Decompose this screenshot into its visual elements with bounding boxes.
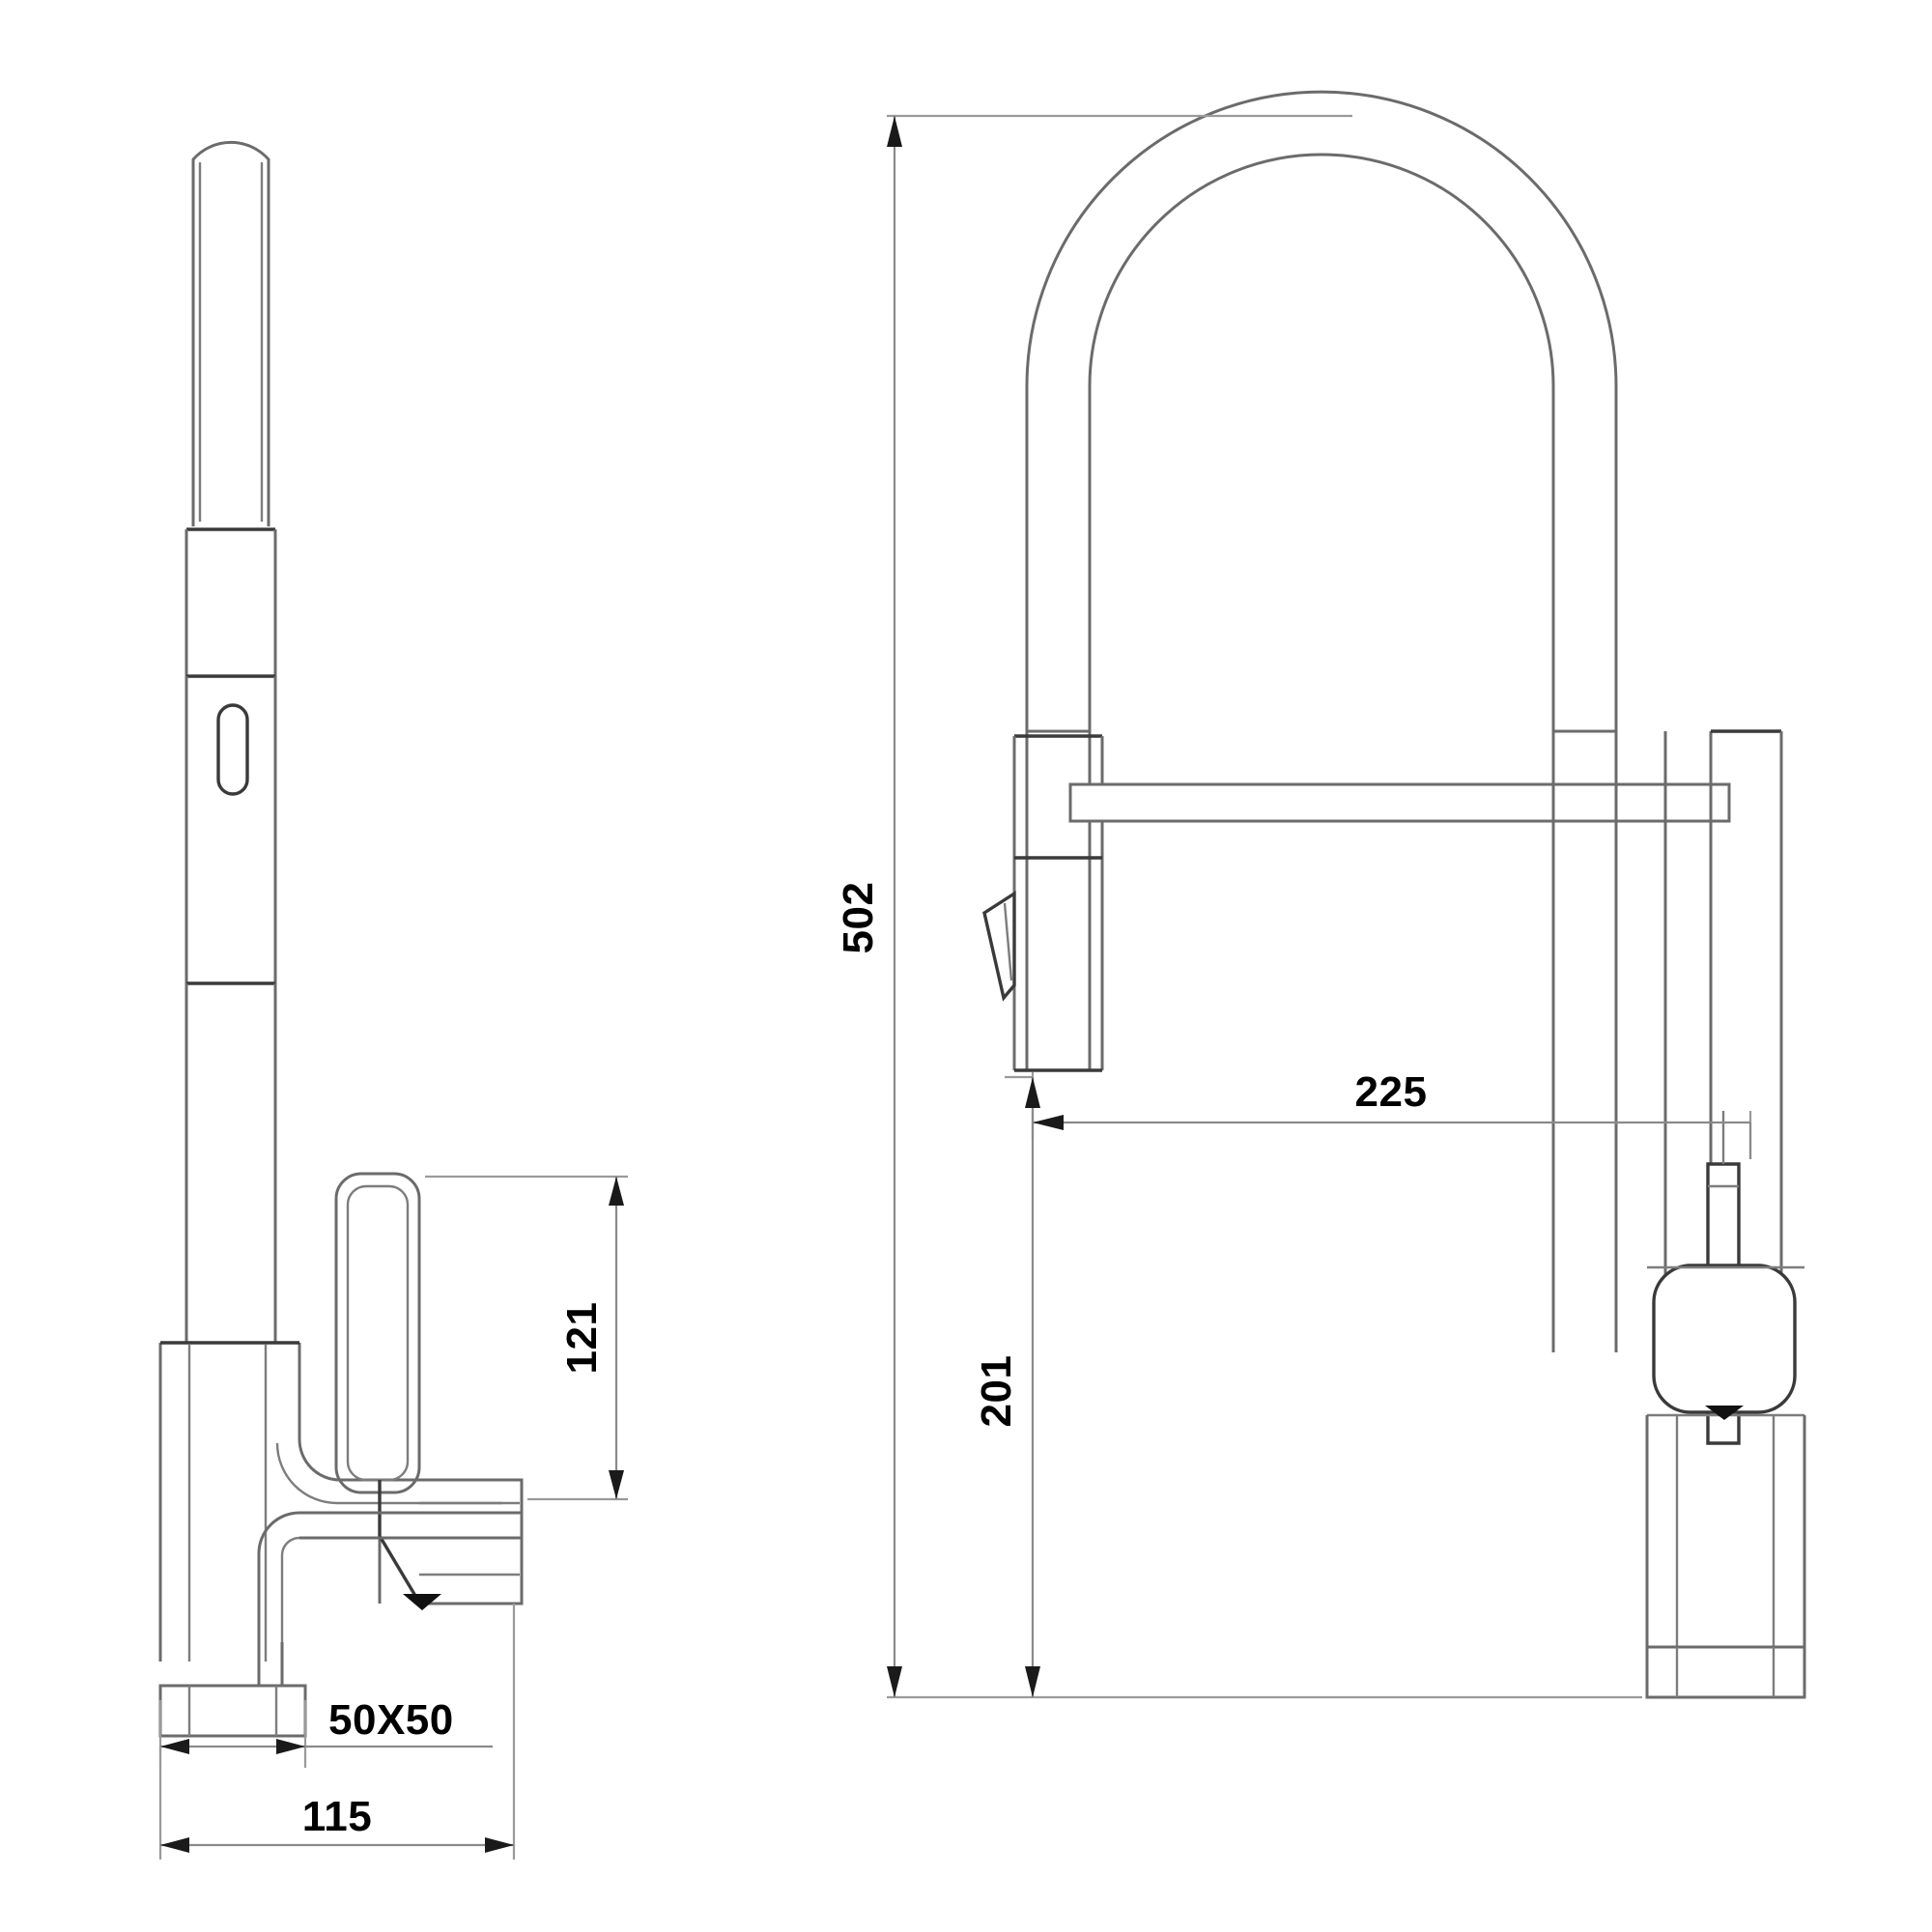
front-view-gooseneck-inner: [1088, 153, 1555, 734]
side-view-base-plate: [158, 1684, 307, 1738]
dim-225-arrow-left: [1033, 1115, 1064, 1130]
front-view-valve-body: [1652, 1264, 1797, 1414]
dim-201-text: 201: [973, 1355, 1020, 1428]
side-view-collar-body-1: [185, 529, 277, 676]
side-view-lower-wand: [185, 983, 277, 1343]
dim-115-arrow-right: [485, 1837, 514, 1853]
front-view-valve-body-marker: [1705, 1406, 1744, 1420]
front-view-base-plate: [1645, 1645, 1806, 1699]
dimension-225: 225: [1031, 1068, 1752, 1159]
dim-502-arrow-top: [887, 116, 902, 147]
dim-201-arrow-top: [1025, 1077, 1040, 1108]
sprayhead-mode-button-oval[interactable]: [216, 703, 249, 796]
dimension-201: 201: [973, 1075, 1040, 1697]
dim-50-arrow-left: [160, 1739, 189, 1754]
side-view-sprayhead-barrel: [185, 676, 277, 983]
front-view-left-leg: [1025, 731, 1092, 1070]
side-view-lower-elbow-inner: [280, 1536, 300, 1642]
dim-121-arrow-bottom: [609, 1470, 624, 1499]
side-view-handle-lever-outer[interactable]: [334, 1172, 421, 1494]
side-view-trigger-wedge: [378, 1480, 417, 1597]
dim-502-arrow-bottom: [887, 1666, 902, 1697]
dimension-50x50: 50X50: [158, 1696, 493, 1768]
dim-50x50-text: 50X50: [328, 1696, 454, 1744]
side-view-upper-arm-outer: [298, 1438, 502, 1482]
dim-121-text: 121: [558, 1302, 606, 1375]
front-view-spray-trigger-lever[interactable]: [982, 890, 1016, 1002]
front-view-group: 502 225 201: [835, 90, 1806, 1699]
dim-50-arrow-right: [276, 1739, 305, 1754]
dim-225-text: 225: [1355, 1068, 1428, 1116]
side-view-upper-arm-inner: [275, 1442, 502, 1505]
dim-121-arrow-top: [609, 1177, 624, 1206]
side-view-handle-lever-inner: [346, 1184, 410, 1482]
side-view-base-shaft: [257, 1642, 284, 1686]
front-view-crossbar: [1068, 782, 1731, 823]
dim-115-arrow-left: [160, 1837, 189, 1853]
side-view-trigger-tip: [403, 1594, 441, 1610]
dimension-115: 115: [158, 1604, 516, 1860]
side-view-group: 121 50X50 115: [158, 140, 628, 1860]
dim-201-arrow-bottom: [1025, 1666, 1040, 1697]
dim-502-text: 502: [835, 882, 882, 954]
side-view-lower-elbow-outer: [257, 1511, 300, 1642]
side-view-spray-wand-outer: [191, 140, 270, 526]
dim-115-text: 115: [302, 1793, 372, 1840]
front-view-spray-trigger-inner: [1003, 902, 1013, 981]
front-view-right-leg: [1551, 731, 1618, 1352]
side-view-body-column: [158, 1343, 301, 1662]
dimension-121: 121: [425, 1175, 628, 1501]
dimension-502: 502: [835, 114, 1642, 1699]
front-view-gooseneck-outer: [1025, 90, 1618, 734]
side-view-cartridge-housing: [419, 1478, 524, 1605]
